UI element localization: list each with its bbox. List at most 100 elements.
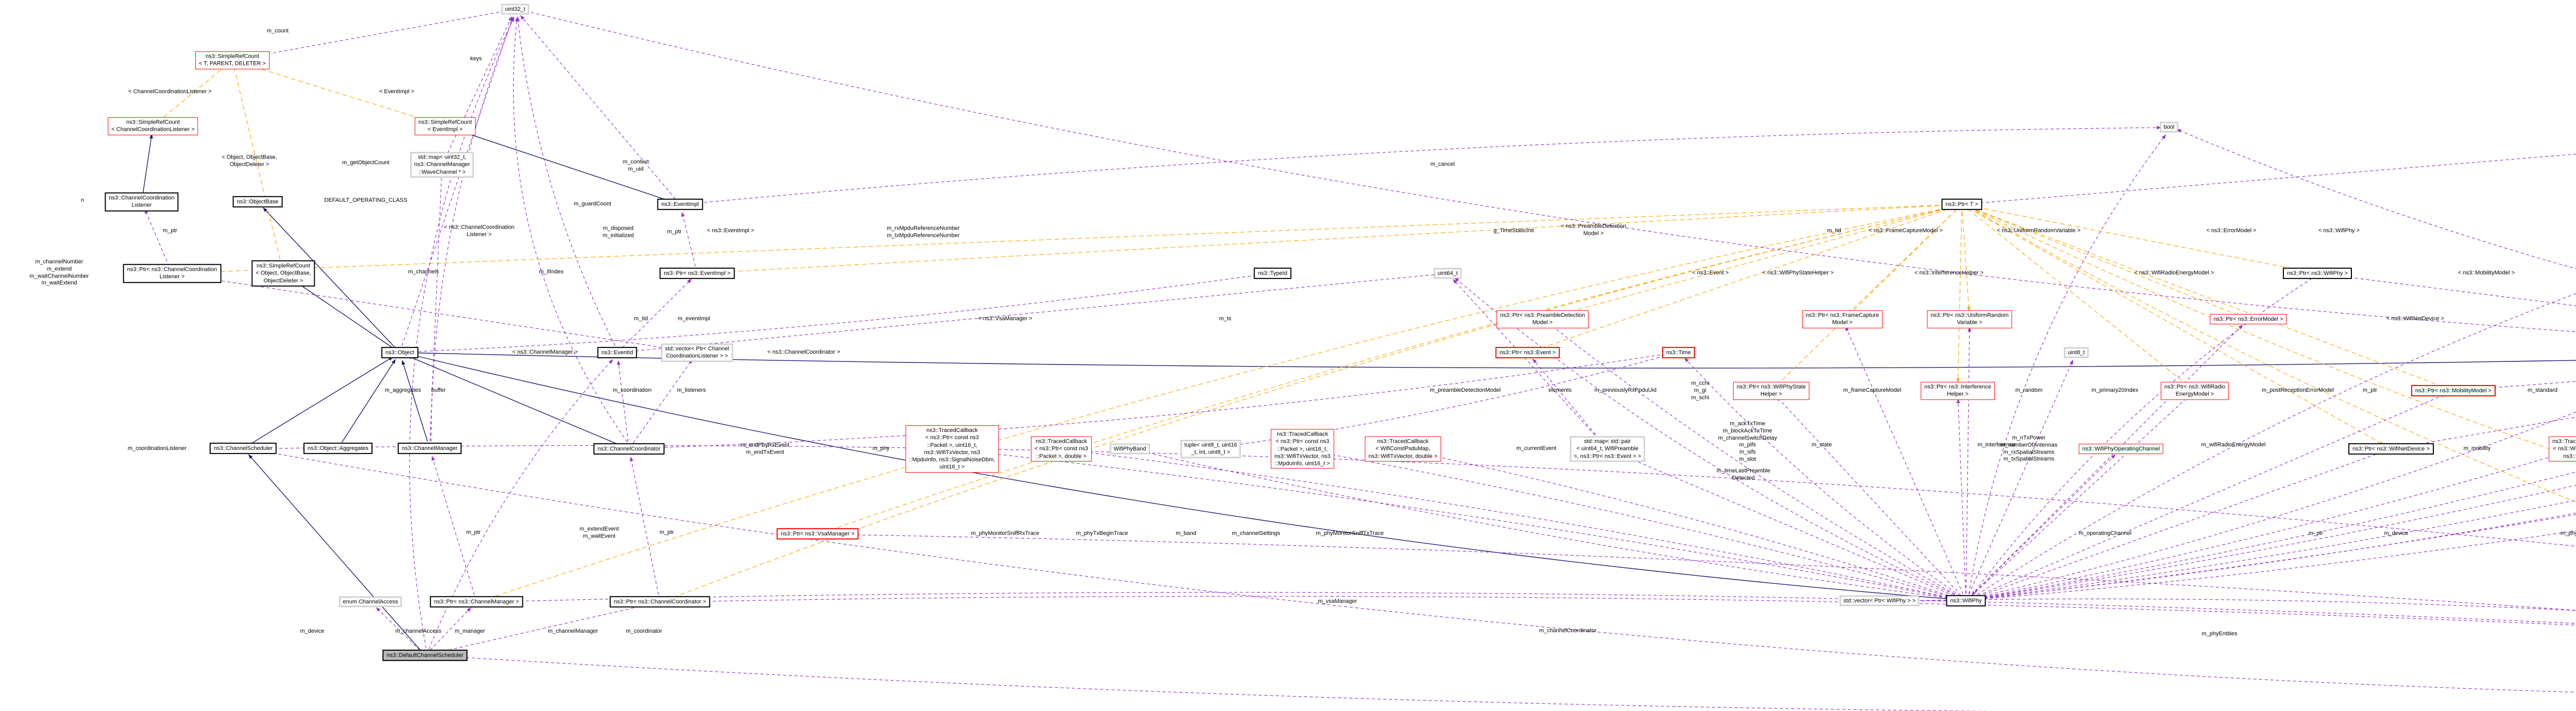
node-mapPreambleEvent[interactable]: std::map< std::pair< uint64_t, WifiPream…: [1570, 436, 1645, 462]
edge-label: m_count: [266, 28, 289, 34]
node-tcbMpdu[interactable]: ns3::TracedCallback< ns3::Ptr< const ns3…: [1270, 429, 1334, 469]
edge-ptrT-to-ptrErrorModel: [1968, 206, 2242, 317]
edge-label: m_phyEntities: [2201, 631, 2238, 637]
node-tcbSniffRx[interactable]: ns3::TracedCallback< ns3::Ptr< const ns3…: [905, 425, 999, 473]
edge-label: m_primary20Index: [2091, 387, 2139, 394]
node-ptrErrorModel[interactable]: ns3::Ptr< ns3::ErrorModel >: [2210, 314, 2287, 325]
node-typeId[interactable]: ns3::TypeId: [1253, 267, 1292, 280]
node-wifiPhyOpChannel[interactable]: ns3::WifiPhyOperatingChannel: [2078, 443, 2164, 455]
node-mapWaveChannel[interactable]: std::map< uint32_t,ns3::ChannelManager::…: [410, 152, 474, 178]
node-srcTPD[interactable]: ns3::SimpleRefCount< T, PARENT, DELETER …: [195, 51, 269, 70]
edge-wifiPhy-to-ptrFrameCapture: [1845, 326, 1963, 595]
edge-objAggregates-to-object: [342, 359, 396, 443]
edge-label: m_tid: [634, 316, 648, 322]
node-ptrEvent[interactable]: ns3::Ptr< ns3::Event >: [1495, 346, 1560, 359]
node-defaultChannelScheduler[interactable]: ns3::DefaultChannelScheduler: [382, 649, 468, 662]
edge-wifiPhy-to-tcbMpdu: [1310, 449, 1959, 600]
edge-defaultChannelScheduler-to-ptrChannelCoordinator: [432, 602, 653, 654]
edge-label: < ns3::FrameCaptureModel >: [1869, 228, 1943, 234]
edge-channelManager-to-mapWaveChannel: [430, 172, 444, 442]
edge-label: m_device: [300, 628, 325, 635]
node-wifiPhyBand[interactable]: WifiPhyBand: [1110, 443, 1150, 455]
node-ptrChannelManager[interactable]: ns3::Ptr< ns3::ChannelManager >: [430, 596, 523, 608]
edge-ptrT-to-ptrWifiNetDevice: [1968, 207, 2384, 445]
edge-object-to-uint32: [401, 16, 513, 346]
edge-label: DEFAULT_OPERATING_CLASS: [324, 197, 408, 204]
edge-ptrCCL-to-ccListener: [144, 209, 170, 267]
node-ptrChannelCoordinator[interactable]: ns3::Ptr< ns3::ChannelCoordinator >: [609, 596, 710, 608]
node-objectBase[interactable]: ns3::ObjectBase: [232, 196, 283, 208]
node-object[interactable]: ns3::Object: [381, 346, 418, 359]
edge-ptrT-to-ptrInterference: [1956, 211, 1962, 384]
edge-wifiPhy-to-ptrPreamble: [1549, 323, 1960, 597]
edge-label: m_aggregates: [384, 387, 421, 394]
edge-wifiPhy-to-time: [1684, 357, 1961, 597]
edge-label: m_ptr: [466, 529, 481, 536]
edge-wifiPhy-to-wifiPhyOpChannel: [1971, 454, 2116, 596]
edge-eventId-to-uint32: [516, 16, 616, 346]
node-uint32[interactable]: uint32_t: [501, 4, 529, 15]
edge-wifiPhy-to-ptrUniform: [1965, 326, 1972, 594]
edge-ptrEventImpl-to-eventImpl: [681, 212, 696, 267]
edge-channelCoordinator-to-object: [406, 355, 623, 447]
edge-label: buffer: [431, 387, 446, 394]
edge-label: m_currentEvent: [1516, 445, 1556, 452]
edge-label: m_ptr: [667, 229, 682, 235]
node-tcbTxVecTime[interactable]: ns3::TracedCallback< ns3::WifiTxVector,n…: [2549, 436, 2576, 462]
node-ptrEventImpl[interactable]: ns3::Ptr< ns3::EventImpl >: [659, 267, 735, 280]
edge-label: m_phy: [872, 445, 890, 452]
node-channelCoordinator[interactable]: ns3::ChannelCoordinator: [593, 443, 665, 455]
edge-label: m_state: [1811, 442, 1832, 448]
node-tcbPsdu[interactable]: ns3::TracedCallback< WifiConstPsduMap,ns…: [1365, 436, 1441, 462]
edge-label: m_tid: [1827, 228, 1841, 234]
node-ptrMobility[interactable]: ns3::Ptr< ns3::MobilityModel >: [2411, 385, 2496, 397]
node-wifiPhy[interactable]: ns3::WifiPhy: [1946, 595, 1986, 607]
node-time[interactable]: ns3::Time: [1662, 346, 1695, 359]
edge-label: < EventImpl >: [379, 89, 414, 95]
node-uint64[interactable]: uint64_t: [1434, 268, 1462, 279]
edge-label: m_device: [2384, 530, 2409, 537]
edge-label: m_phyTxBeginTrace: [1076, 530, 1128, 537]
edge-ptrT-to-ptrChannelCoordinator: [667, 206, 1955, 600]
edge-label: m_ifIndex: [539, 269, 564, 275]
edge-label: < ns3::WifiRadioEnergyModel >: [2134, 270, 2214, 276]
node-eventImpl[interactable]: ns3::EventImpl: [657, 198, 703, 211]
edge-label: < ns3::EventImpl >: [707, 228, 754, 234]
node-tcbDouble[interactable]: ns3::TracedCallback< ns3::Ptr< const ns3…: [1031, 436, 1092, 462]
node-enumChannelAccess[interactable]: enum ChannelAccess: [339, 596, 402, 608]
edge-wifiNetDevice-to-ptrWifiPhy: [2325, 273, 2576, 306]
node-bool[interactable]: bool: [2160, 122, 2178, 133]
node-channelScheduler[interactable]: ns3::ChannelScheduler: [209, 442, 277, 455]
edge-wifiPhy-to-vecUint16: [1973, 512, 2576, 600]
node-eventId[interactable]: ns3::EventId: [597, 346, 637, 359]
node-ptrWifiNetDevice[interactable]: ns3::Ptr< ns3::WifiNetDevice >: [2348, 443, 2434, 455]
edge-wifiPhy-to-tcbRxPower: [1973, 514, 2576, 600]
node-srcCCL[interactable]: ns3::SimpleRefCount< ChannelCoordination…: [108, 117, 198, 135]
node-ptrT[interactable]: ns3::Ptr< T >: [1941, 198, 1982, 211]
edge-label: < ns3::MobilityModel >: [2458, 270, 2515, 276]
edge-label: m_ptr: [2362, 387, 2378, 394]
edge-defaultChannelScheduler-to-channelScheduler: [248, 454, 421, 650]
node-srcEI[interactable]: ns3::SimpleRefCount< EventImpl >: [415, 117, 476, 135]
node-ptrVsaManager[interactable]: ns3::Ptr< ns3::VsaManager >: [776, 528, 859, 540]
node-srcOBJ[interactable]: ns3::SimpleRefCount< Object, ObjectBase,…: [251, 260, 315, 287]
edge-vecCCL-to-ptrCCL: [179, 273, 690, 352]
node-vecPtrWifiPhy[interactable]: std::vector< Ptr< WifiPhy > >: [1840, 595, 1919, 606]
edge-wifiPhy-to-wifiStandard: [1972, 293, 2576, 598]
node-ptrWifiPhy[interactable]: ns3::Ptr< ns3::WifiPhy >: [2283, 267, 2352, 280]
node-tuple[interactable]: tuple< uint8_t, uint16_t, int, uint8_t >: [1180, 440, 1241, 458]
node-uint8[interactable]: uint8_t: [2064, 347, 2089, 358]
node-objAggregates[interactable]: ns3::Object::Aggregates: [303, 442, 373, 455]
node-channelManager[interactable]: ns3::ChannelManager: [397, 442, 462, 455]
